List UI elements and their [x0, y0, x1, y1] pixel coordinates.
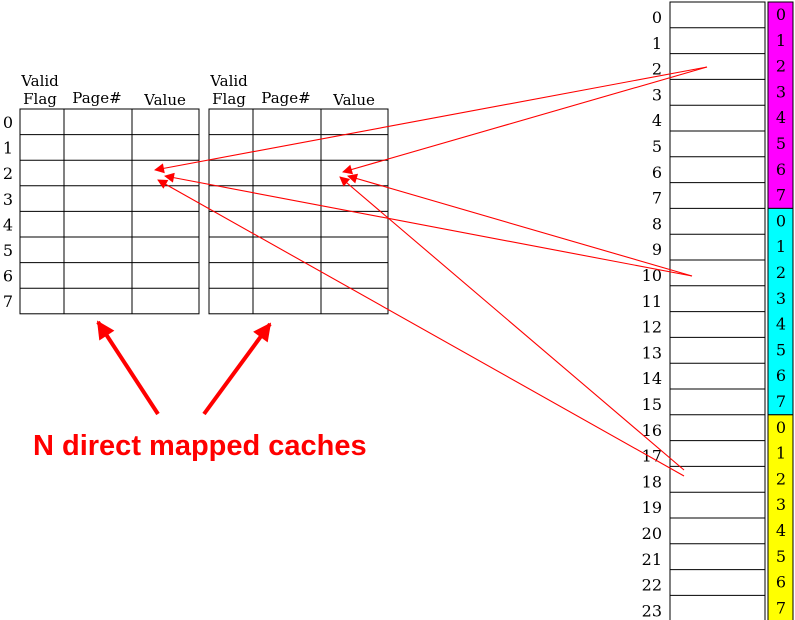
cache-table-1: Valid Flag Page# Value 0 1 2 3 4 5 6 7: [3, 72, 200, 315]
memory-block-1: [767, 207, 794, 416]
memory-address: 8: [652, 214, 662, 233]
caption-arrow-cache2: [202, 322, 272, 416]
cache-table-2: Valid Flag Page# Value: [208, 72, 389, 315]
cache-row-index: 4: [3, 215, 13, 234]
arrow-mem18-to-cache1: [157, 179, 685, 477]
caption: N direct mapped caches: [33, 430, 367, 462]
cache1-page-header: Page#: [72, 89, 121, 107]
memory-address: 10: [642, 266, 662, 285]
memory-block-label: 0: [776, 211, 786, 230]
memory-block-label: 6: [776, 366, 786, 385]
cache-row-index: 2: [3, 164, 13, 183]
memory-block-label: 7: [776, 186, 786, 205]
memory-block-label: 3: [776, 495, 786, 514]
cache2-grid: [208, 108, 389, 315]
arrow-mem18-to-cache2: [339, 176, 685, 471]
memory-address: 22: [642, 576, 662, 595]
memory-block-label: 5: [776, 340, 786, 359]
cache2-valid-header-line1: Valid: [209, 72, 248, 90]
memory-block-label: 0: [776, 418, 786, 437]
memory-address: 23: [642, 601, 662, 620]
memory-address: 6: [652, 163, 662, 182]
cache1-valid-header-line1: Valid: [20, 72, 59, 90]
memory-block-label: 1: [776, 444, 786, 463]
memory-block-label: 3: [776, 82, 786, 101]
memory-block-label: 1: [776, 237, 786, 256]
memory-address: 11: [642, 292, 662, 311]
arrow-mem10-to-cache1: [164, 172, 693, 277]
memory-address: 3: [652, 85, 662, 104]
memory-block-labels: 0 1 2 3 4 5 6 7 0 1 2 3 4 5 6 7 0 1 2 3 4 5 6 7: [776, 5, 786, 617]
cache2-valid-header-line2: Flag: [212, 90, 246, 108]
memory-address: 5: [652, 137, 662, 156]
memory-block-label: 4: [776, 108, 786, 127]
cache-row-index: 1: [3, 139, 13, 158]
memory-address: 14: [642, 369, 662, 388]
cache2-page-header: Page#: [261, 89, 310, 107]
cache1-row-labels: 0 1 2 3 4 5 6 7: [3, 113, 13, 311]
memory-border: [669, 1, 766, 620]
memory-block-label: 4: [776, 521, 786, 540]
memory-block-label: 2: [776, 263, 786, 282]
caption-arrow-cache1: [96, 320, 160, 416]
memory-address: 1: [652, 34, 662, 53]
memory-block-label: 7: [776, 598, 786, 617]
memory-address: 2: [652, 60, 662, 79]
memory-block-label: 5: [776, 134, 786, 153]
memory-address: 13: [642, 343, 662, 362]
mapping-arrows: [154, 66, 708, 477]
memory-address: 18: [642, 472, 662, 491]
cache1-value-header: Value: [143, 91, 186, 109]
cache2-value-header: Value: [332, 91, 375, 109]
memory-address: 0: [652, 8, 662, 27]
memory-block-label: 4: [776, 315, 786, 334]
cache1-valid-header-line2: Flag: [23, 90, 57, 108]
cache-row-index: 5: [3, 241, 13, 260]
memory-block-2: [767, 414, 794, 620]
memory-block-label: 6: [776, 573, 786, 592]
memory-address: 7: [652, 189, 662, 208]
cache-row-index: 6: [3, 267, 13, 286]
memory-grid: [669, 1, 766, 620]
arrow-mem2-to-cache2: [342, 66, 708, 175]
arrow-mem2-to-cache1: [154, 66, 708, 174]
cache1-grid: [19, 108, 200, 315]
memory-color-blocks: [767, 1, 794, 620]
memory-address: 19: [642, 498, 662, 517]
memory-block-label: 2: [776, 469, 786, 488]
caption-arrows: [96, 320, 272, 416]
memory-address: 17: [642, 447, 662, 466]
memory-address: 20: [642, 524, 662, 543]
arrow-mem10-to-cache2: [347, 173, 693, 277]
memory-address: 15: [642, 395, 662, 414]
memory-address: 16: [642, 421, 662, 440]
memory-block-label: 3: [776, 289, 786, 308]
memory-block-label: 6: [776, 160, 786, 179]
memory-address: 9: [652, 240, 662, 259]
memory-block-label: 1: [776, 31, 786, 50]
memory-block-label: 0: [776, 5, 786, 24]
memory-block-label: 7: [776, 392, 786, 411]
memory-address: 4: [652, 111, 662, 130]
cache-row-index: 3: [3, 190, 13, 209]
memory-address: 12: [642, 318, 662, 337]
memory-address: 21: [642, 550, 662, 569]
cache-row-index: 7: [3, 292, 13, 311]
memory-block-label: 2: [776, 57, 786, 76]
cache-row-index: 0: [3, 113, 13, 132]
memory-block-label: 5: [776, 547, 786, 566]
